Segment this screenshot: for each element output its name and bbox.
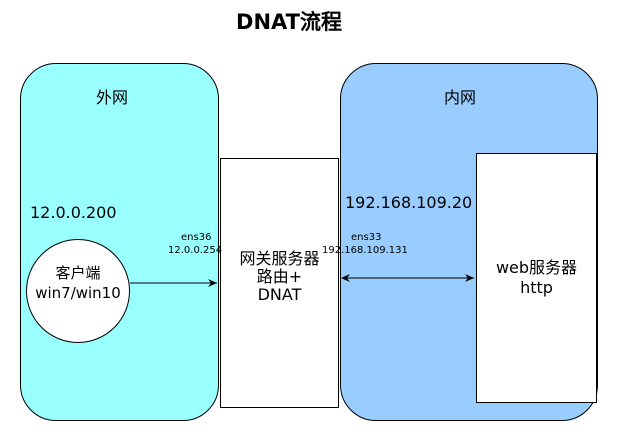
internal-ip-label: 192.168.109.20	[345, 193, 473, 212]
web-server-line-1: web服务器	[495, 258, 578, 277]
client-line-2: win7/win10	[35, 284, 121, 302]
gateway-inner-interface-name: ens33	[351, 232, 382, 243]
internal-network-label: 内网	[444, 88, 477, 107]
gateway-server-line-2: 路由+	[256, 267, 303, 286]
gateway-server-box	[220, 158, 339, 408]
gateway-inner-interface-ip: 192.168.109.131	[322, 245, 408, 256]
web-server-line-2: http	[520, 278, 553, 297]
client-text: 客户端 win7/win10	[26, 263, 130, 303]
client-line-1: 客户端	[55, 264, 101, 282]
gateway-outer-interface-name: ens36	[181, 232, 212, 243]
external-ip-label: 12.0.0.200	[30, 203, 117, 222]
gateway-server-line-3: DNAT	[257, 285, 302, 304]
web-server-text: web服务器 http	[476, 258, 597, 298]
gateway-outer-interface-ip: 12.0.0.254	[168, 245, 223, 256]
gateway-server-text: 网关服务器 路由+ DNAT	[220, 250, 339, 304]
page-title: DNAT流程	[236, 10, 342, 34]
external-network-zone	[20, 63, 219, 421]
web-server-box	[476, 153, 597, 403]
external-network-label: 外网	[96, 88, 129, 107]
client-node	[26, 239, 130, 343]
gateway-server-line-1: 网关服务器	[239, 249, 320, 268]
